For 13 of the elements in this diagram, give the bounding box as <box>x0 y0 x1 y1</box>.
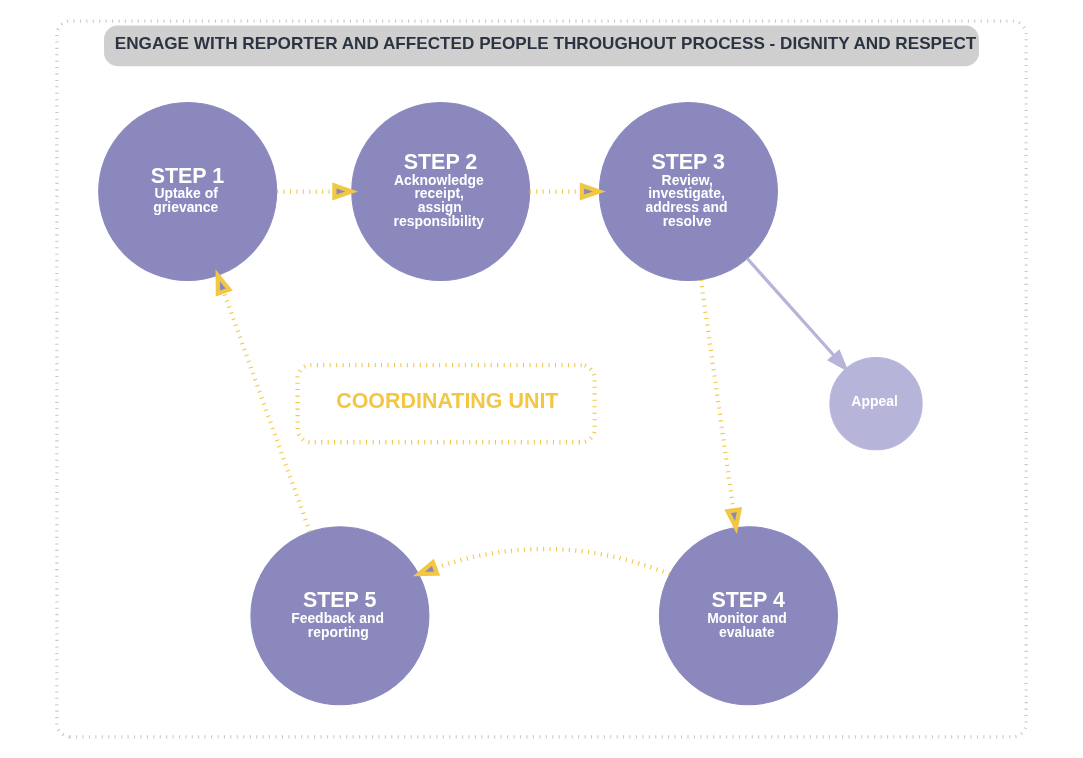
arrow <box>215 269 312 533</box>
node-circle: STEP 3 Review, investigate, address and resolve <box>598 102 778 282</box>
arrow <box>529 182 606 201</box>
arrow <box>277 182 359 201</box>
arrow <box>412 546 671 577</box>
node-circle: STEP 1 Uptake of grievance <box>98 102 278 282</box>
arrow <box>746 257 849 373</box>
node-circle: STEP 5 Feedback and reporting <box>250 526 430 706</box>
node-circle: STEP 4 Monitor and evaluate <box>658 526 838 706</box>
node-circle: Appeal <box>829 357 923 451</box>
node-circle: STEP 2 Acknowledge receipt, assign responsibility <box>351 102 531 282</box>
arrow <box>698 279 743 534</box>
node-box: COORDINATING UNIT <box>295 362 597 445</box>
